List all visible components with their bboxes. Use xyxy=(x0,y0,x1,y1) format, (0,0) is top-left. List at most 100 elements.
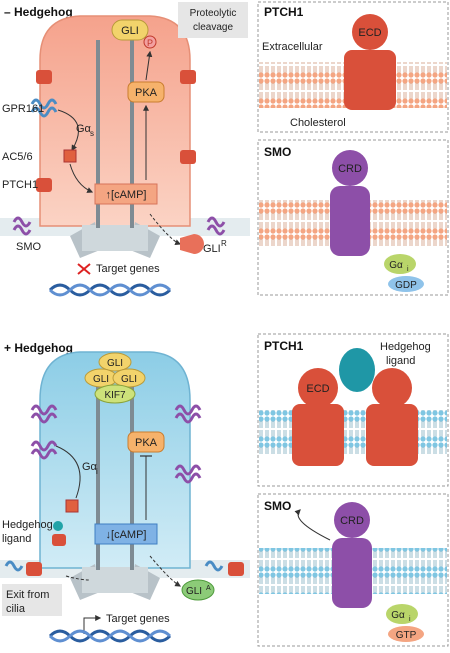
gai-sub: i xyxy=(407,266,409,273)
smo-panel-bottom: SMO CRD Gα i GTP xyxy=(257,493,449,647)
gpr161-label: GPR161 xyxy=(2,103,44,115)
gtp-label: GTP xyxy=(396,630,417,641)
gli-label: GLI xyxy=(107,358,123,369)
glia-label: GLI xyxy=(186,586,202,597)
ptch1-transmembrane xyxy=(366,404,418,466)
kif7-label: KIF7 xyxy=(104,390,126,401)
bottom-title: + Hedgehog xyxy=(4,341,73,355)
exit-callout xyxy=(2,584,62,616)
gli-label: GLI xyxy=(121,25,139,37)
ptch1-panel-title: PTCH1 xyxy=(264,339,304,353)
smo-panel-title: SMO xyxy=(264,499,291,513)
smo-panel-top: SMO CRD Gα i GDP xyxy=(257,139,449,296)
gtp-protein xyxy=(388,626,424,642)
glia-sup: A xyxy=(206,585,211,592)
kif7-protein xyxy=(94,384,136,404)
hedgehog-ligand xyxy=(53,521,63,531)
glir-label: GLI xyxy=(203,243,221,255)
ptch1-transmembrane xyxy=(292,404,344,466)
gpr161-receptor xyxy=(204,560,224,572)
glir-sup: R xyxy=(221,239,227,248)
gai-label: Gα xyxy=(391,610,405,621)
smo-transmembrane xyxy=(332,538,372,608)
smo-crd xyxy=(334,502,370,538)
gli-protein xyxy=(98,352,132,372)
exit-line2: cilia xyxy=(6,603,26,615)
cilium-body xyxy=(39,351,191,569)
cholesterol-arrow xyxy=(294,509,331,541)
pka-label: PKA xyxy=(135,87,158,99)
smo-crd xyxy=(332,150,368,186)
gai-inhibition-line xyxy=(55,445,81,499)
extracellular-label: Extracellular xyxy=(262,41,323,53)
gai-protein xyxy=(384,254,416,274)
callout-box xyxy=(178,2,248,38)
svg-text:GLI: GLI xyxy=(121,374,137,385)
ptch1-ecd xyxy=(372,368,412,408)
gdp-label: GDP xyxy=(395,280,417,291)
cilium-no-hedgehog-panel: – Hedgehog Proteolytic cleavage GLI P PK… xyxy=(0,2,250,297)
exit-arrow xyxy=(65,575,91,581)
crd-label: CRD xyxy=(340,515,364,527)
gpr161-arrow xyxy=(57,109,79,152)
phosphate-label: P xyxy=(147,38,153,48)
ptch1-panel-title: PTCH1 xyxy=(264,5,304,19)
smo-transmembrane xyxy=(330,186,370,256)
galpha-i-sub: i xyxy=(96,467,98,476)
camp-box xyxy=(94,523,158,545)
membrane-bilayer xyxy=(259,410,447,456)
ecd-label: ECD xyxy=(306,383,329,395)
pka-label: PKA xyxy=(135,437,158,449)
target-genes-label: Target genes xyxy=(106,613,170,625)
ac-label: AC5/6 xyxy=(2,151,33,163)
exit-line1: Exit from xyxy=(6,589,49,601)
galpha-s-label: Gα xyxy=(76,123,92,135)
ac-enzyme xyxy=(65,499,79,513)
ptch1-ecd xyxy=(298,368,338,408)
gai-sub: i xyxy=(409,616,411,623)
camp-label: ↑[cAMP] xyxy=(106,189,147,201)
target-genes-label: Target genes xyxy=(96,263,160,275)
ecd-label: ECD xyxy=(358,27,381,39)
smo-receptor xyxy=(12,216,226,236)
cholesterol-label: Cholesterol xyxy=(290,117,346,129)
callout-line1: Proteolytic xyxy=(190,8,237,19)
smo-panel-title: SMO xyxy=(264,145,291,159)
gai-label: Gα xyxy=(389,260,403,271)
cilium-body xyxy=(39,15,191,227)
ligand-label-line1: Hedgehog xyxy=(2,519,53,531)
phosphate-circle xyxy=(143,35,157,49)
gli-protein xyxy=(112,368,146,388)
hedgehog-ligand xyxy=(339,348,375,392)
ptch1-receptor xyxy=(228,562,244,576)
smo-label: SMO xyxy=(16,241,42,253)
ptch1-ecd xyxy=(352,14,388,50)
ac-to-camp-arrow xyxy=(69,163,94,193)
smo-receptor xyxy=(30,404,202,484)
gpr161-receptor xyxy=(4,560,24,572)
galpha-i-label: Gα xyxy=(82,461,98,473)
gdp-protein xyxy=(388,276,424,292)
glir-arrow xyxy=(149,213,182,245)
transcription-arrow xyxy=(83,615,102,634)
glia-protein xyxy=(181,579,215,601)
ligand-label-line2: ligand xyxy=(2,533,31,545)
callout-line2: cleavage xyxy=(193,22,233,33)
gpr161-receptor xyxy=(30,98,58,118)
gli-protein xyxy=(111,19,149,41)
ptch1-receptor xyxy=(52,534,66,546)
camp-label: ↓[cAMP] xyxy=(106,529,147,541)
top-title: – Hedgehog xyxy=(4,5,73,19)
galpha-s-sub: s xyxy=(90,129,94,138)
camp-box xyxy=(94,183,158,205)
ligand-label-line2: ligand xyxy=(386,355,415,367)
glia-arrow xyxy=(149,555,182,587)
ptch1-label: PTCH1 xyxy=(2,179,38,191)
pka-protein xyxy=(127,81,165,103)
crd-label: CRD xyxy=(338,163,362,175)
svg-text:GLI: GLI xyxy=(93,374,109,385)
transition-zone xyxy=(82,567,148,593)
ac-enzyme xyxy=(63,149,77,163)
ptch1-receptor xyxy=(26,562,42,576)
